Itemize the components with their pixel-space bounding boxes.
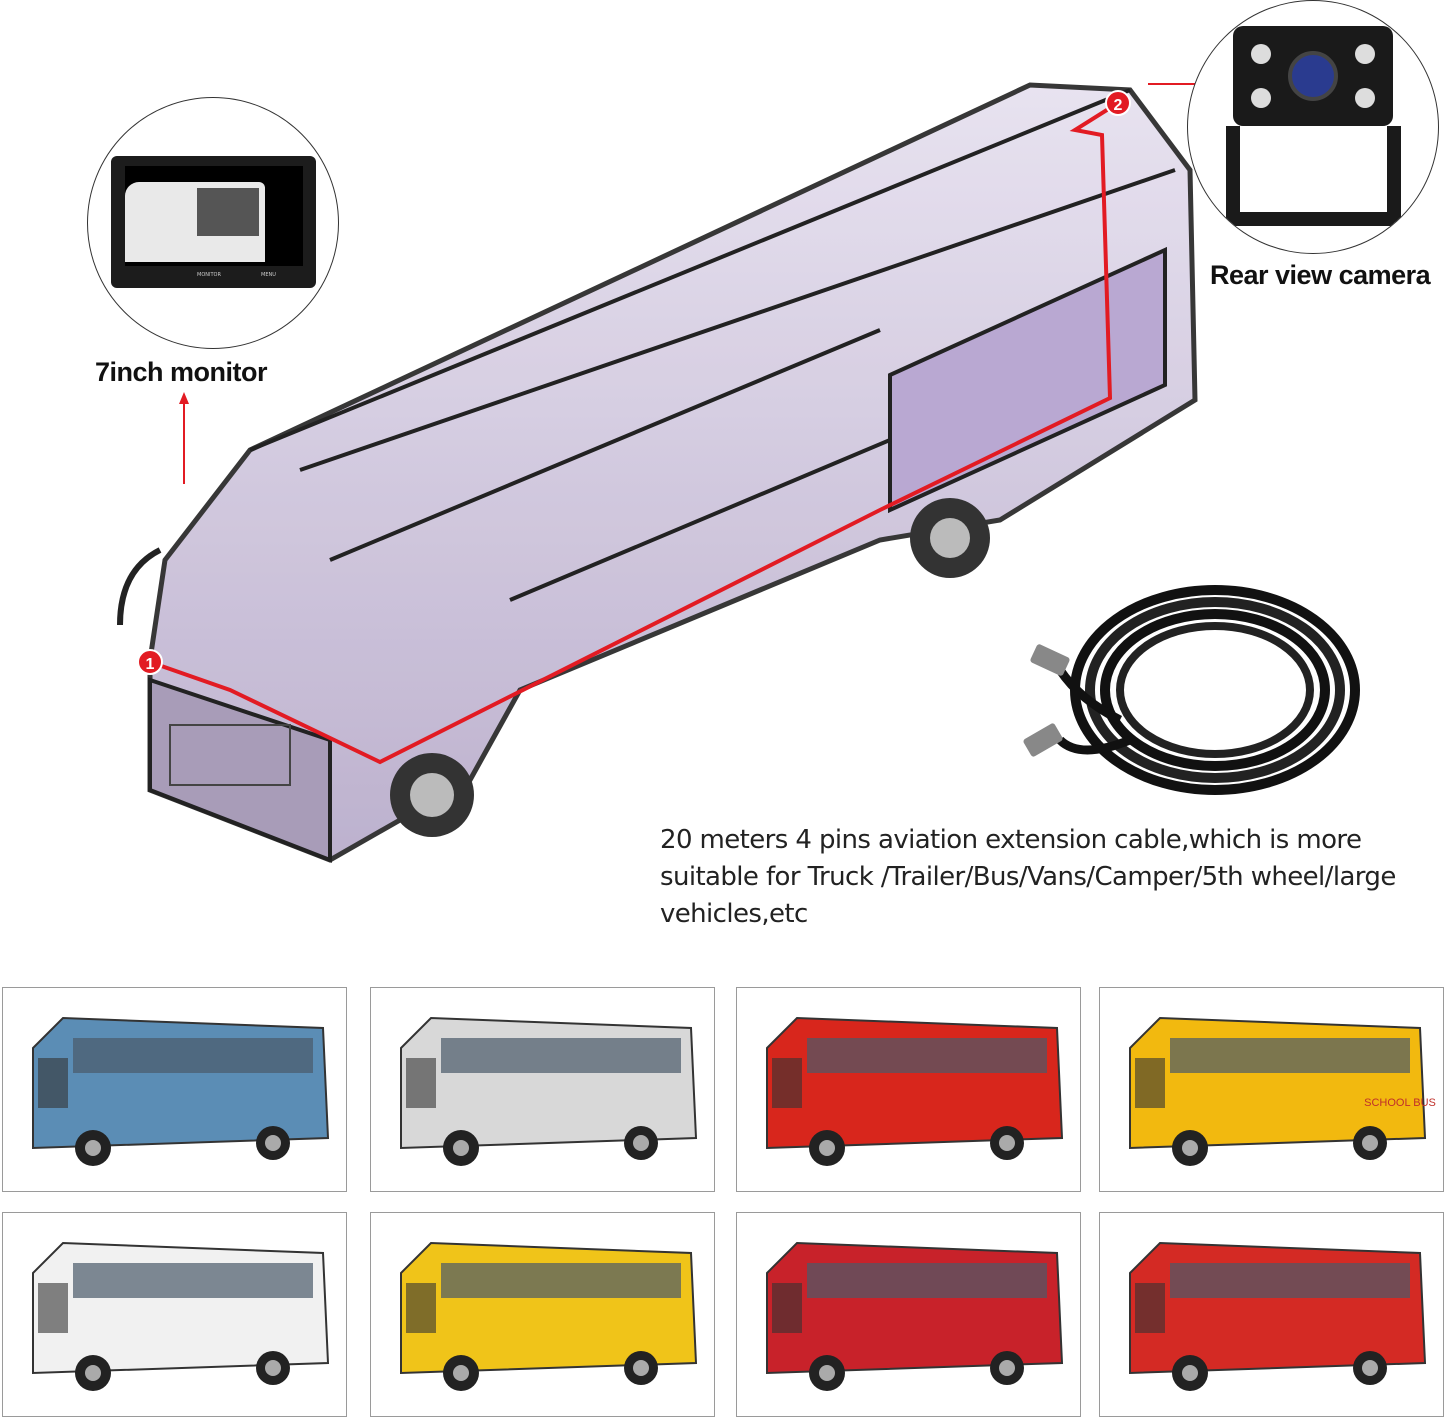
camera-label: Rear view camera — [1210, 260, 1431, 290]
vehicle-text: SCHOOL BUS — [1364, 1097, 1436, 1109]
monitor-screen — [125, 166, 303, 266]
svg-text:2: 2 — [1114, 97, 1123, 114]
vehicle-image — [400, 1016, 698, 1166]
marker-1 — [137, 649, 163, 675]
camera-image-circle — [1187, 0, 1439, 254]
vehicle-image — [766, 1241, 1064, 1391]
monitor-button-label: MONITOR — [197, 272, 221, 278]
monitor-button-label: MENU — [261, 272, 276, 278]
vehicle-image — [766, 1016, 1064, 1166]
vehicle-image — [32, 1241, 330, 1391]
vehicle-tile-yellow-flatbed-truck — [370, 1212, 715, 1417]
vehicle-image — [400, 1241, 698, 1391]
vehicle-image: SCHOOL BUS — [1129, 1016, 1436, 1166]
vehicle-image — [32, 1016, 330, 1166]
vehicle-tile-combine-harvester — [1099, 1212, 1444, 1417]
wire-route — [149, 101, 1120, 765]
vehicle-tile-coach-bus — [2, 987, 347, 1192]
bus-cutaway-illustration: 1 2 — [117, 79, 1360, 863]
camera-device — [1233, 26, 1393, 126]
svg-text:1: 1 — [146, 656, 155, 673]
monitor-image-circle: MONITOR MENU — [87, 97, 339, 349]
marker-2 — [1105, 90, 1131, 116]
vehicle-image — [1129, 1241, 1427, 1391]
cable-description: 20 meters 4 pins aviation extension cabl… — [660, 825, 1396, 929]
vehicle-tile-city-bus — [736, 1212, 1081, 1417]
monitor-device: MONITOR MENU — [111, 156, 316, 288]
vehicle-tile-red-cargo-truck — [736, 987, 1081, 1192]
vehicle-tile-school-bus: SCHOOL BUS — [1099, 987, 1444, 1192]
bus-side-panel — [888, 246, 1167, 514]
vehicle-tile-camper-rv — [2, 1212, 347, 1417]
extension-cable-image — [1023, 585, 1360, 795]
vehicle-tile-semi-truck — [370, 987, 715, 1192]
camera-bracket — [1226, 126, 1401, 226]
monitor-label: 7inch monitor — [95, 357, 268, 387]
